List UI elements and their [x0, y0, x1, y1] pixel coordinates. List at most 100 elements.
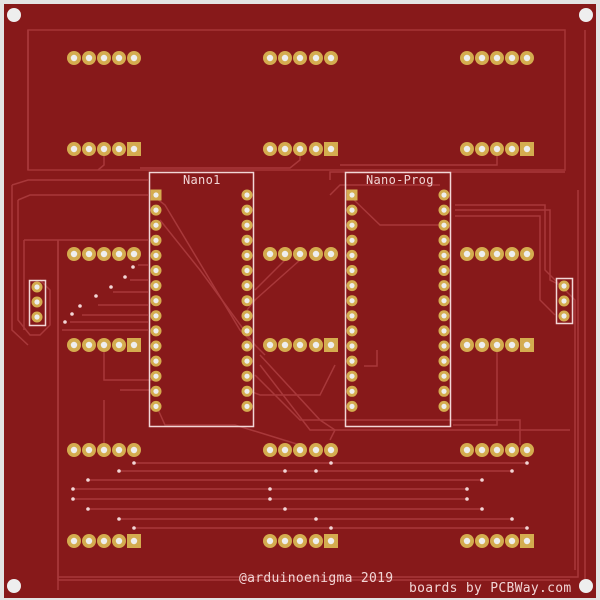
- nano1-label: Nano1: [183, 173, 221, 187]
- header-pad: [324, 247, 338, 261]
- mounting-hole-br: [579, 579, 593, 593]
- header-pad: [309, 247, 323, 261]
- header-pad: [97, 247, 111, 261]
- header-pad: [475, 534, 489, 548]
- nano1-pin: [241, 280, 253, 292]
- header-pad: [490, 142, 504, 156]
- header-pad: [278, 443, 292, 457]
- nano-prog-pin: [346, 385, 358, 397]
- nano-prog-pin: [438, 340, 450, 352]
- nano-prog-pin: [346, 340, 358, 352]
- nano1-outline: [148, 171, 255, 428]
- header-pad: [67, 247, 81, 261]
- header-pad: [293, 338, 307, 352]
- header-pad: [278, 534, 292, 548]
- header-pad: [82, 443, 96, 457]
- header-pad: [520, 534, 534, 548]
- header-pad: [293, 142, 307, 156]
- header-pad: [127, 142, 141, 156]
- right-connector-outline: [555, 277, 574, 325]
- header-pad: [263, 51, 277, 65]
- nano-prog-pin: [438, 189, 450, 201]
- header-pad: [67, 51, 81, 65]
- header-pad: [82, 142, 96, 156]
- header-pad: [278, 51, 292, 65]
- nano-prog-pin: [438, 295, 450, 307]
- header-pad: [278, 247, 292, 261]
- header-pad: [293, 534, 307, 548]
- left-connector-pin: [31, 281, 43, 293]
- nano-prog-pin: [346, 355, 358, 367]
- header-pad: [97, 51, 111, 65]
- header-pad: [490, 51, 504, 65]
- mounting-hole-tl: [7, 8, 21, 22]
- header-pad: [460, 142, 474, 156]
- header-pad: [82, 247, 96, 261]
- nano1-pin: [241, 295, 253, 307]
- header-pad: [263, 247, 277, 261]
- header-pad: [112, 51, 126, 65]
- nano1-pin: [241, 385, 253, 397]
- nano-prog-pin: [438, 204, 450, 216]
- header-pad: [505, 247, 519, 261]
- nano-prog-pin: [346, 370, 358, 382]
- header-pad: [112, 443, 126, 457]
- header-pad: [324, 142, 338, 156]
- nano-prog-pin: [346, 325, 358, 337]
- header-pad: [475, 51, 489, 65]
- nano1-pin: [241, 219, 253, 231]
- header-pad: [82, 338, 96, 352]
- header-pad: [505, 443, 519, 457]
- header-pad: [97, 534, 111, 548]
- nano-prog-pin: [346, 234, 358, 246]
- header-pad: [475, 247, 489, 261]
- header-pad: [263, 338, 277, 352]
- nano1-pin: [150, 234, 162, 246]
- header-pad: [520, 51, 534, 65]
- header-pad: [490, 247, 504, 261]
- header-pad: [460, 534, 474, 548]
- header-pad: [324, 338, 338, 352]
- nano1-pin: [150, 310, 162, 322]
- header-pad: [67, 338, 81, 352]
- nano-prog-pin: [438, 325, 450, 337]
- pads: [31, 51, 570, 548]
- nano1-pin: [150, 295, 162, 307]
- header-pad: [460, 338, 474, 352]
- header-pad: [490, 534, 504, 548]
- nano-prog-pin: [438, 280, 450, 292]
- left-connector-pin: [31, 296, 43, 308]
- nano1-pin: [150, 280, 162, 292]
- header-pad: [67, 443, 81, 457]
- header-pad: [112, 142, 126, 156]
- header-pad: [67, 534, 81, 548]
- header-pad: [293, 247, 307, 261]
- header-pad: [505, 534, 519, 548]
- header-pad: [127, 247, 141, 261]
- nano-prog-pin: [438, 355, 450, 367]
- header-pad: [127, 338, 141, 352]
- header-pad: [505, 338, 519, 352]
- header-pad: [263, 443, 277, 457]
- nano-prog-pin: [346, 310, 358, 322]
- nano1-pin: [150, 385, 162, 397]
- header-pad: [293, 443, 307, 457]
- header-pad: [460, 51, 474, 65]
- header-pad: [278, 142, 292, 156]
- header-pad: [127, 51, 141, 65]
- nano1-pin: [241, 310, 253, 322]
- header-pad: [97, 142, 111, 156]
- header-pad: [460, 247, 474, 261]
- header-pad: [309, 51, 323, 65]
- nano-prog-pin: [438, 370, 450, 382]
- nano1-pin: [241, 355, 253, 367]
- header-pad: [475, 443, 489, 457]
- right-connector-pin: [558, 310, 570, 322]
- nano1-pin: [150, 189, 162, 201]
- silkscreen-outlines: [28, 171, 574, 428]
- nano-prog-pin: [346, 265, 358, 276]
- header-pad: [505, 142, 519, 156]
- header-pad: [490, 338, 504, 352]
- nano1-pin: [150, 355, 162, 367]
- nano1-pin: [241, 189, 253, 201]
